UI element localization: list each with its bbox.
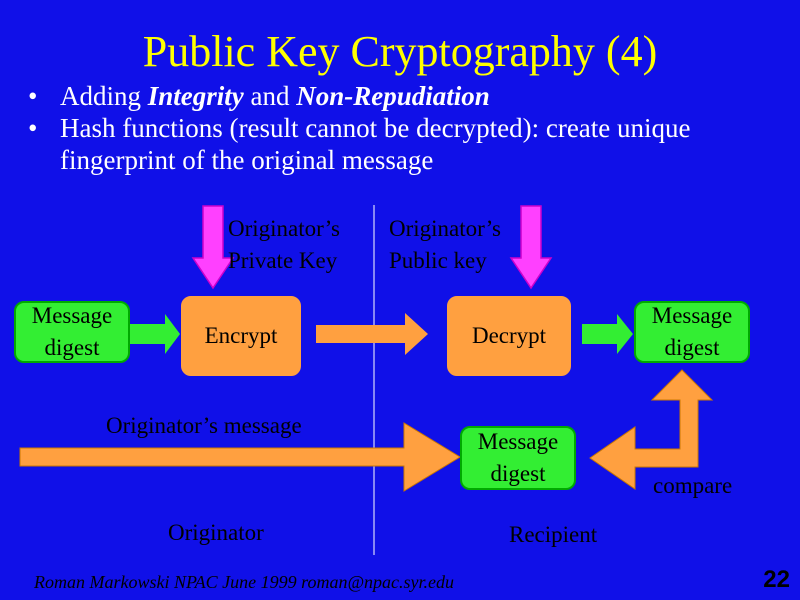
encrypt-label: Encrypt	[204, 323, 278, 348]
bullet-item-2: • Hash functions (result cannot be decry…	[28, 112, 788, 176]
private-key-label-line-1: Originator’s	[228, 216, 341, 241]
encrypt-to-decrypt-arrow	[316, 313, 428, 355]
message-arrow	[19, 422, 461, 492]
originator-label: Originator	[168, 520, 264, 545]
bullet-text-1: Adding Integrity and Non-Repudiation	[60, 80, 788, 112]
digest-left-line-2: digest	[44, 335, 100, 360]
digest-right-line-2: digest	[664, 335, 720, 360]
decrypt-label: Decrypt	[471, 323, 547, 348]
private-key-label-line-2: Private Key	[228, 248, 338, 273]
slide-title: Public Key Cryptography (4)	[142, 27, 658, 76]
bullet-text-2: Hash functions (result cannot be decrypt…	[60, 113, 691, 175]
decrypt-to-digest-arrow	[582, 314, 633, 354]
digest-middle-line-2: digest	[490, 461, 546, 486]
digest-middle-line-1: Message	[477, 429, 559, 454]
bullet-1-non-repudiation: Non-Repudiation	[296, 81, 490, 111]
message-digest-box-left: Message digest	[14, 301, 130, 363]
digest-to-encrypt-arrow	[130, 314, 180, 354]
page-number: 22	[763, 566, 790, 593]
public-key-label-line-2: Public key	[389, 248, 487, 273]
public-key-label: Originator’s Public key	[389, 213, 501, 277]
private-key-arrow	[191, 205, 235, 290]
digest-right-line-1: Message	[651, 303, 733, 328]
decrypt-box: Decrypt	[447, 296, 571, 376]
public-key-label-line-1: Originator’s	[389, 216, 502, 241]
compare-arrow	[589, 369, 714, 490]
digest-left-line-1: Message	[31, 303, 113, 328]
message-digest-box-middle: Message digest	[460, 426, 576, 490]
compare-label: compare	[653, 473, 733, 498]
slide-footer: Roman Markowski NPAC June 1999 roman@npa…	[34, 572, 455, 592]
bullet-1-part-1: Adding	[60, 81, 148, 111]
bullet-1-part-3: and	[243, 81, 297, 111]
encrypt-box: Encrypt	[181, 296, 301, 376]
bullet-dot: •	[28, 113, 38, 143]
public-key-arrow	[509, 205, 553, 290]
bullet-1-integrity: Integrity	[147, 81, 244, 111]
originators-message-label: Originator’s message	[106, 413, 302, 438]
bullet-dot: •	[28, 81, 38, 111]
bullet-item-1: • Adding Integrity and Non-Repudiation	[28, 80, 788, 112]
bullet-list: • Adding Integrity and Non-Repudiation •…	[28, 80, 788, 176]
recipient-label: Recipient	[509, 522, 598, 547]
private-key-label: Originator’s Private Key	[228, 213, 340, 277]
message-digest-box-right: Message digest	[634, 301, 750, 363]
